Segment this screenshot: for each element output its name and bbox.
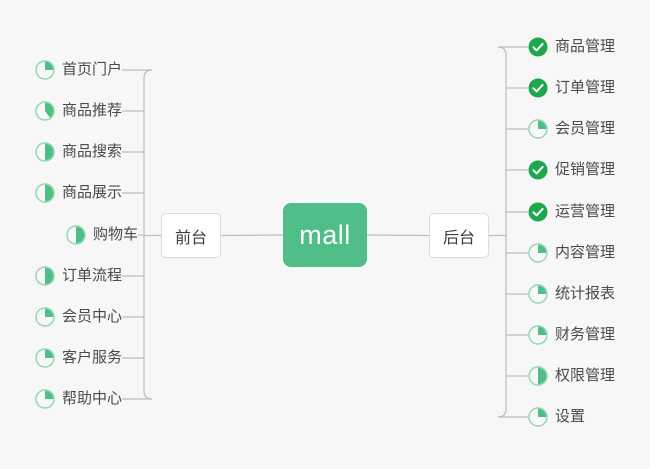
leaf-item-label: 商品展示 bbox=[61, 184, 122, 201]
branch-node-backend[interactable]: 后台 bbox=[429, 213, 489, 258]
leaf-item-label: 购物车 bbox=[92, 226, 138, 243]
progress-pie-icon bbox=[35, 60, 55, 80]
leaf-item[interactable]: 设置 bbox=[528, 403, 585, 431]
progress-pie-icon bbox=[528, 243, 548, 263]
leaf-item-label: 帮助中心 bbox=[61, 390, 122, 407]
leaf-item[interactable]: 商品管理 bbox=[528, 33, 615, 61]
leaf-item[interactable]: 商品推荐 bbox=[35, 97, 122, 125]
progress-pie-icon bbox=[528, 325, 548, 345]
check-circle-icon bbox=[528, 78, 548, 98]
leaf-item-label: 商品管理 bbox=[555, 38, 616, 55]
progress-pie-icon bbox=[35, 183, 55, 203]
leaf-item-label: 设置 bbox=[555, 408, 586, 425]
branch-node-backend-label: 后台 bbox=[442, 229, 475, 247]
leaf-item[interactable]: 商品展示 bbox=[35, 179, 122, 207]
leaf-item[interactable]: 会员管理 bbox=[528, 115, 615, 143]
leaf-item-label: 权限管理 bbox=[555, 367, 616, 384]
progress-pie-icon bbox=[528, 284, 548, 304]
progress-pie-icon bbox=[35, 348, 55, 368]
leaf-item[interactable]: 购物车 bbox=[66, 221, 138, 249]
connector-path bbox=[220, 234, 284, 237]
leaf-item[interactable]: 促销管理 bbox=[528, 156, 615, 184]
leaf-item[interactable]: 统计报表 bbox=[528, 280, 615, 308]
progress-pie-icon bbox=[528, 119, 548, 139]
leaf-item-label: 内容管理 bbox=[555, 244, 616, 261]
leaf-item-label: 财务管理 bbox=[555, 326, 616, 343]
leaf-item[interactable]: 会员中心 bbox=[35, 303, 122, 331]
leaf-item-label: 商品搜索 bbox=[61, 143, 122, 160]
branch-node-frontend[interactable]: 前台 bbox=[161, 213, 221, 258]
progress-pie-icon bbox=[66, 225, 86, 245]
leaf-item[interactable]: 运营管理 bbox=[528, 198, 615, 226]
connector-path bbox=[497, 46, 507, 418]
progress-pie-icon bbox=[35, 101, 55, 121]
leaf-item[interactable]: 内容管理 bbox=[528, 239, 615, 267]
leaf-item-label: 首页门户 bbox=[61, 61, 122, 78]
progress-pie-icon bbox=[528, 366, 548, 386]
leaf-item-label: 订单流程 bbox=[61, 267, 122, 284]
leaf-item[interactable]: 帮助中心 bbox=[35, 385, 122, 413]
progress-pie-icon bbox=[35, 389, 55, 409]
root-node-mall[interactable]: mall bbox=[283, 203, 367, 267]
connector-path bbox=[366, 234, 430, 237]
leaf-item-label: 促销管理 bbox=[555, 161, 616, 178]
leaf-item[interactable]: 商品搜索 bbox=[35, 138, 122, 166]
leaf-item[interactable]: 订单管理 bbox=[528, 74, 615, 102]
leaf-item-label: 客户服务 bbox=[61, 349, 122, 366]
leaf-item-label: 运营管理 bbox=[555, 203, 616, 220]
leaf-item-label: 会员管理 bbox=[555, 120, 616, 137]
check-circle-icon bbox=[528, 160, 548, 180]
leaf-item[interactable]: 权限管理 bbox=[528, 362, 615, 390]
root-node-label: mall bbox=[299, 219, 351, 250]
check-circle-icon bbox=[528, 202, 548, 222]
leaf-item-label: 统计报表 bbox=[555, 285, 616, 302]
leaf-item[interactable]: 首页门户 bbox=[35, 56, 122, 84]
progress-pie-icon bbox=[35, 307, 55, 327]
leaf-item[interactable]: 财务管理 bbox=[528, 321, 615, 349]
leaf-item[interactable]: 订单流程 bbox=[35, 262, 122, 290]
progress-pie-icon bbox=[35, 266, 55, 286]
leaf-item-label: 会员中心 bbox=[61, 308, 122, 325]
branch-node-frontend-label: 前台 bbox=[174, 229, 207, 247]
leaf-item[interactable]: 客户服务 bbox=[35, 344, 122, 372]
check-circle-icon bbox=[528, 37, 548, 57]
leaf-item-label: 商品推荐 bbox=[61, 102, 122, 119]
progress-pie-icon bbox=[35, 142, 55, 162]
progress-pie-icon bbox=[528, 407, 548, 427]
leaf-item-label: 订单管理 bbox=[555, 79, 616, 96]
connector-path bbox=[143, 69, 153, 400]
